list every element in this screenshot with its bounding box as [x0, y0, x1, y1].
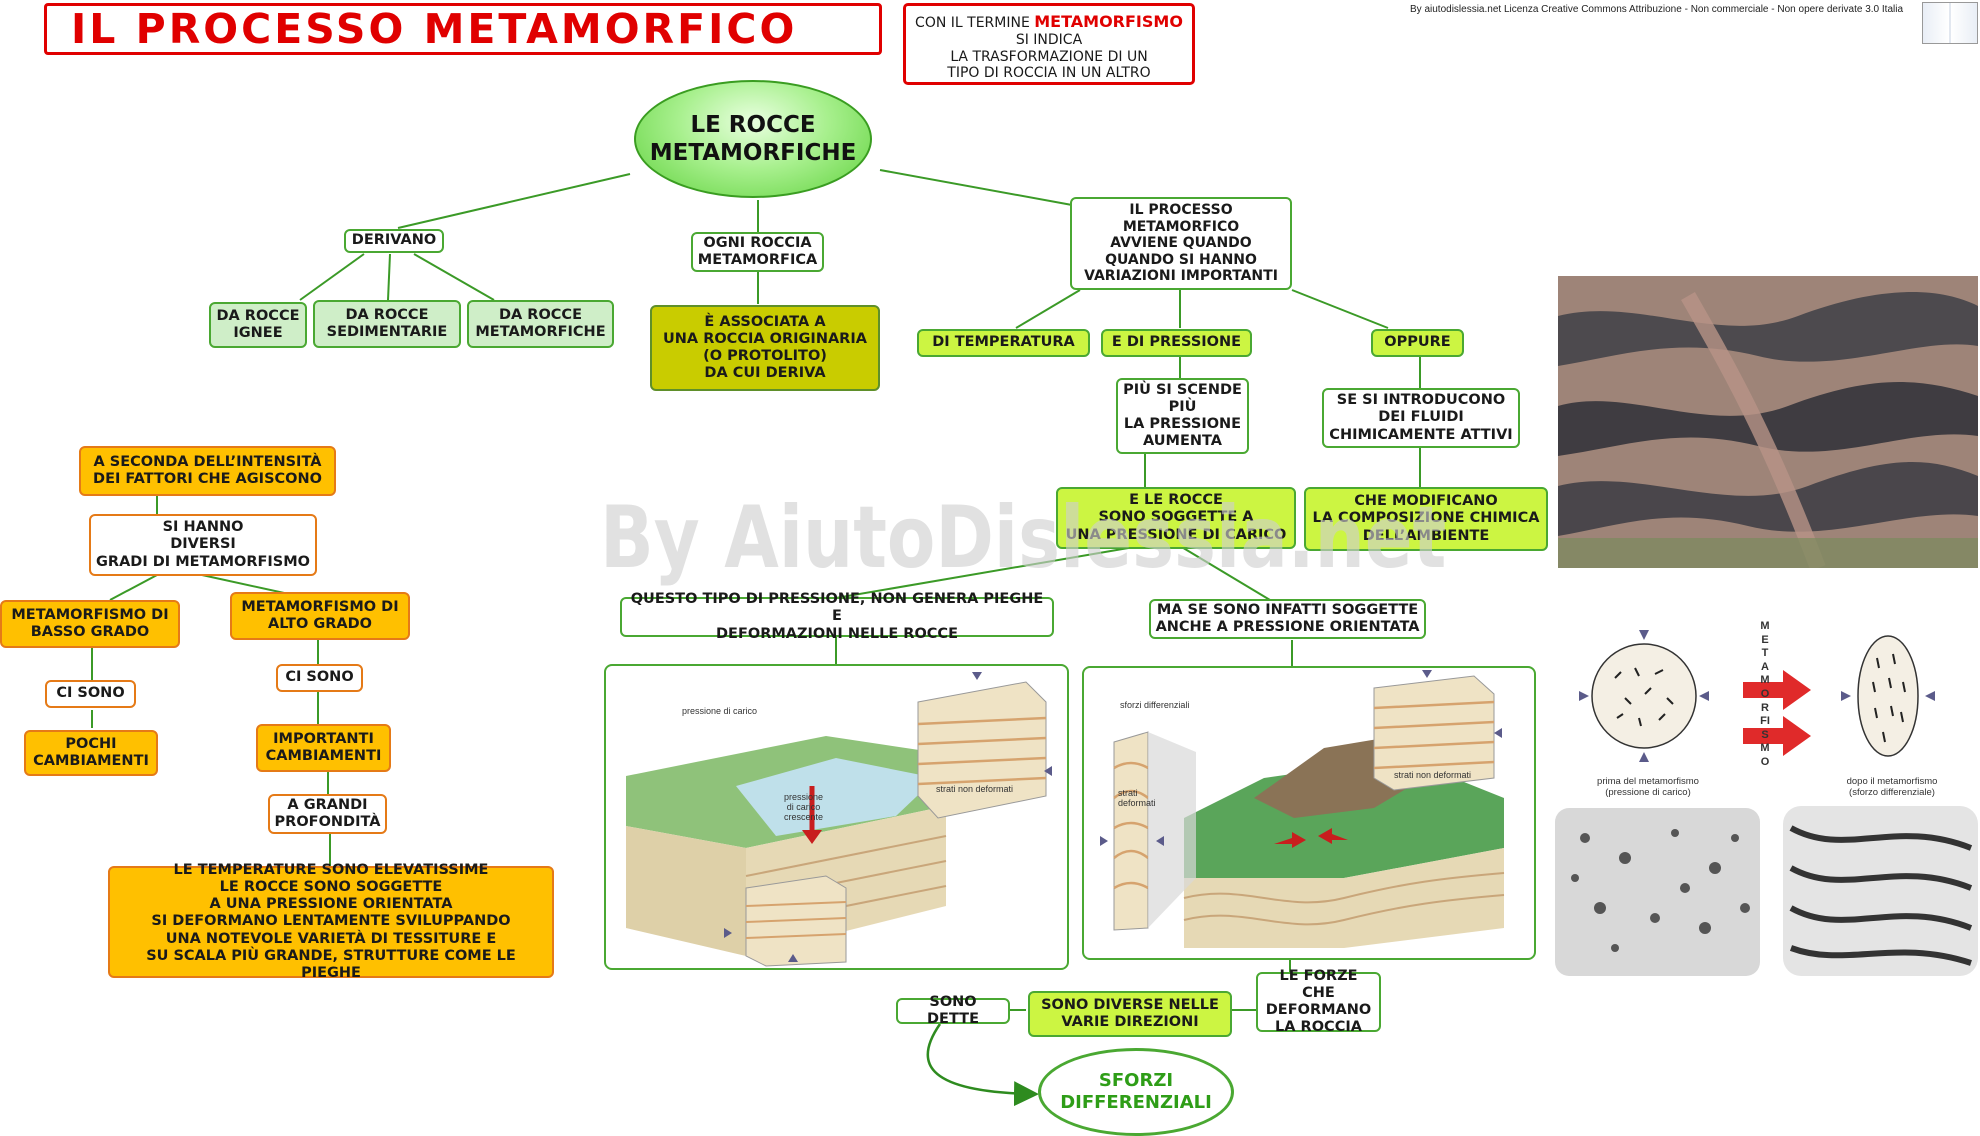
node-modificano-composizione: CHE MODIFICANO LA COMPOSIZIONE CHIMICA D…	[1304, 487, 1548, 551]
label-pressione-di-carico: pressione di carico	[682, 706, 758, 716]
figure-before-after-metamorphism: METAMORFISMO prima del metamorfismo (pre…	[1555, 618, 1980, 980]
definition-text: SI INDICA LA TRASFORMAZIONE DI UN TIPO D…	[947, 31, 1151, 82]
node-da-rocce-ignee: DA ROCCE IGNEE	[209, 302, 307, 348]
node-associata-protolito: È ASSOCIATA A UNA ROCCIA ORIGINARIA (O P…	[650, 305, 880, 391]
node-gradi-metamorfismo: SI HANNO DIVERSI GRADI DI METAMORFISMO	[89, 514, 317, 576]
node-temperature-elevatissime: LE TEMPERATURE SONO ELEVATISSIME LE ROCC…	[108, 862, 554, 981]
node-ci-sono-alto: CI SONO	[276, 664, 363, 692]
node-sforzi-differenziali: SFORZI DIFFERENZIALI	[1038, 1048, 1234, 1136]
node-questo-tipo-pressione: QUESTO TIPO DI PRESSIONE, NON GENERA PIE…	[620, 591, 1054, 642]
label-strati-deformati: strati deformati	[1118, 788, 1156, 808]
label-sforzi-differenziali: sforzi differenziali	[1120, 700, 1190, 710]
definition-box: CON IL TERMINE METAMORFISMO SI INDICA LA…	[903, 3, 1195, 85]
node-pressione-orientata: MA SE SONO INFATTI SOGGETTE ANCHE A PRES…	[1149, 599, 1426, 639]
license-credit: By aiutodislessia.net Licenza Creative C…	[1410, 4, 1904, 15]
node-di-temperatura: DI TEMPERATURA	[917, 329, 1090, 357]
caption-prima-del-metamorfismo: prima del metamorfismo (pressione di car…	[1597, 776, 1699, 799]
node-di-pressione: E DI PRESSIONE	[1101, 329, 1252, 357]
block-diagram-stress	[1100, 670, 1505, 948]
central-node: LE ROCCE METAMORFICHE	[634, 80, 872, 198]
node-alto-grado: METAMORFISMO DI ALTO GRADO	[230, 592, 410, 640]
outcrop-image	[1558, 276, 1978, 568]
definition-prefix: CON IL TERMINE	[915, 15, 1030, 31]
node-ci-sono-basso: CI SONO	[45, 680, 136, 708]
node-derivano: DERIVANO	[344, 229, 444, 253]
node-ogni-roccia: OGNI ROCCIA METAMORFICA	[691, 232, 824, 272]
node-oppure: OPPURE	[1371, 329, 1464, 357]
book-icon	[1922, 2, 1978, 44]
node-fluidi-chimici: SE SI INTRODUCONO DEI FLUIDI CHIMICAMENT…	[1322, 388, 1520, 448]
node-diverse-direzioni: SONO DIVERSE NELLE VARIE DIREZIONI	[1028, 991, 1232, 1037]
node-importanti-cambiamenti: IMPORTANTI CAMBIAMENTI	[256, 724, 391, 772]
label-metamorfismo-vertical: METAMORFISMO	[1760, 620, 1770, 768]
page-title: IL PROCESSO METAMORFICO	[44, 3, 882, 55]
node-basso-grado: METAMORFISMO DI BASSO GRADO	[0, 600, 180, 648]
label-pressione-crescente: pressione di carico crescente	[784, 792, 824, 822]
definition-keyword: METAMORFISMO	[1034, 12, 1183, 31]
label-strati-non-deformati-left: strati non deformati	[936, 784, 1014, 794]
texture-diagram	[1555, 630, 1978, 976]
node-sono-dette: SONO DETTE	[896, 994, 1010, 1027]
block-diagram-load	[626, 672, 1052, 967]
illustration-sforzi-differenziali: sforzi differenziali strati deformati st…	[1082, 666, 1536, 960]
node-a-seconda-intensita: A SECONDA DELL’INTENSITÀ DEI FATTORI CHE…	[79, 446, 336, 496]
illustration-pressione-di-carico: pressione di carico pressione di carico …	[604, 664, 1069, 970]
node-processo-avviene: IL PROCESSO METAMORFICO AVVIENE QUANDO Q…	[1070, 197, 1292, 290]
node-pressione-di-carico: E LE ROCCE SONO SOGGETTE A UNA PRESSIONE…	[1056, 487, 1296, 549]
node-da-rocce-sedimentarie: DA ROCCE SEDIMENTARIE	[313, 300, 461, 348]
node-grandi-profondita: A GRANDI PROFONDITÀ	[268, 794, 387, 834]
node-forze-deformano: LE FORZE CHE DEFORMANO LA ROCCIA	[1256, 968, 1381, 1035]
node-pochi-cambiamenti: POCHI CAMBIAMENTI	[24, 730, 158, 776]
caption-dopo-il-metamorfismo: dopo il metamorfismo (sforzo differenzia…	[1846, 776, 1938, 799]
photo-metamorphic-outcrop	[1558, 276, 1978, 568]
node-piu-si-scende: PIÙ SI SCENDE PIÙ LA PRESSIONE AUMENTA	[1116, 378, 1249, 454]
node-da-rocce-metamorfiche: DA ROCCE METAMORFICHE	[467, 300, 614, 348]
label-strati-non-deformati-right: strati non deformati	[1394, 770, 1472, 780]
